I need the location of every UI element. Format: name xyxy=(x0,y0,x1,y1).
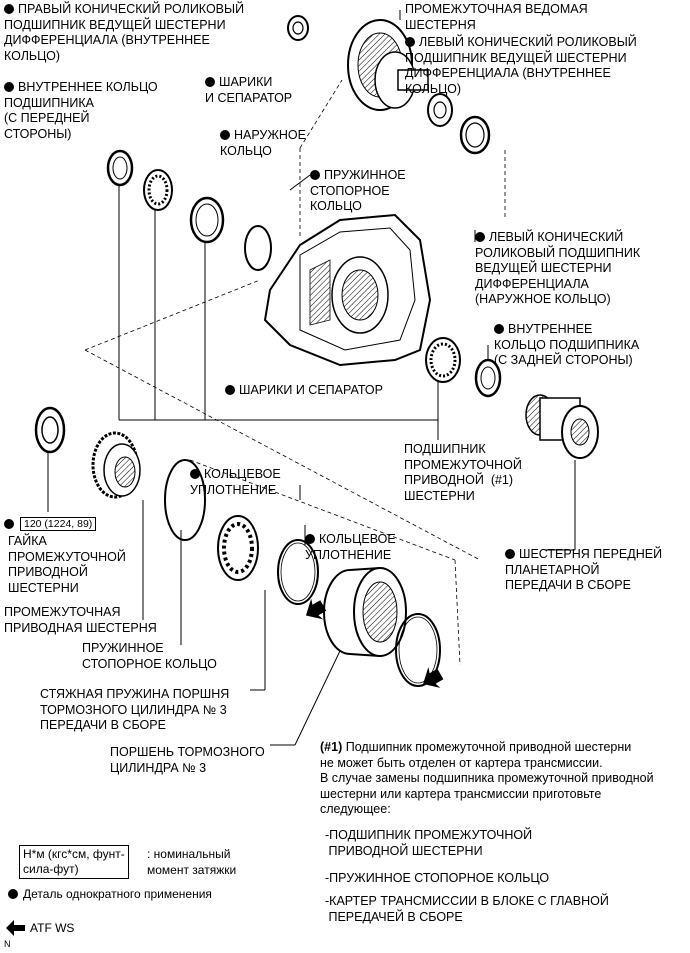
balls-cage-top-part xyxy=(143,169,173,211)
label-front-planetary: ШЕСТЕРНЯ ПЕРЕДНЕЙ ПЛАНЕТАРНОЙ ПЕРЕДАЧИ В… xyxy=(505,547,663,592)
single-use-dot-icon xyxy=(4,519,14,529)
front-planetary-part xyxy=(525,394,599,459)
inner-ring-front-part xyxy=(106,149,134,187)
piston-part xyxy=(323,567,407,657)
single-use-dot-icon xyxy=(505,549,515,559)
outer-ring-part xyxy=(189,196,225,244)
single-use-dot-icon xyxy=(190,469,200,479)
atf-arrow-icon xyxy=(305,598,327,620)
note-item: -ПОДШИПНИК ПРОМЕЖУТОЧНОЙ ПРИВОДНОЙ ШЕСТЕ… xyxy=(325,828,533,858)
single-use-dot-icon xyxy=(310,170,320,180)
label-snap-ring-top: ПРУЖИННОЕ СТОПОРНОЕ КОЛЬЦО xyxy=(310,168,406,213)
single-use-dot-icon xyxy=(8,889,18,899)
label-balls-cage-top: ШАРИКИ И СЕПАРАТОР xyxy=(205,75,293,105)
label-snap-ring-low: ПРУЖИННОЕ СТОПОРНОЕ КОЛЬЦО xyxy=(82,641,217,671)
leader-lines xyxy=(47,10,576,746)
transmission-case-part xyxy=(263,213,432,367)
label-balls-cage-mid: ШАРИКИ И СЕПАРАТОР xyxy=(225,383,383,399)
piston-spring-part xyxy=(217,515,259,581)
dashed-guides xyxy=(84,79,506,666)
single-use-dot-icon xyxy=(475,232,485,242)
left-bearing-inner-part xyxy=(427,93,453,127)
label-intermediate-drive-gear: ПРОМЕЖУТОЧНАЯ ПРИВОДНАЯ ШЕСТЕРНЯ xyxy=(4,605,157,635)
single-use-dot-icon xyxy=(225,385,235,395)
nut-part xyxy=(34,406,66,454)
intermediate-drive-gear-part xyxy=(91,431,141,499)
replacement-note: (#1) Подшипник промежуточной приводной ш… xyxy=(320,740,654,818)
o-ring-2-part xyxy=(395,613,441,687)
label-o-ring-2: КОЛЬЦЕВОЕ УПЛОТНЕНИЕ xyxy=(305,532,396,562)
legend-torque-box: Н*м (кгс*см, фунт- сила-фут) xyxy=(19,845,129,879)
single-use-dot-icon xyxy=(305,534,315,544)
label-left-bearing-inner: ЛЕВЫЙ КОНИЧЕСКИЙ РОЛИКОВЫЙ ПОДШИПНИК ВЕД… xyxy=(405,35,637,96)
label-right-bearing-inner: ПРАВЫЙ КОНИЧЕСКИЙ РОЛИКОВЫЙ ПОДШИПНИК ВЕ… xyxy=(4,2,245,63)
snap-ring-top-part xyxy=(244,225,272,271)
note-item: -КАРТЕР ТРАНСМИССИИ В БЛОКЕ С ГЛАВНОЙ ПЕ… xyxy=(325,894,609,924)
torque-value-box: 120 (1224, 89) xyxy=(20,517,97,531)
legend-atf-arrow-icon xyxy=(6,920,25,936)
label-inner-ring-front: ВНУТРЕННЕЕ КОЛЬЦО ПОДШИПНИКА (С ПЕРЕДНЕЙ… xyxy=(4,80,158,141)
balls-cage-mid-part xyxy=(425,337,461,383)
legend-torque-desc: : номинальный момент затяжки xyxy=(147,847,237,877)
note-text: Подшипник промежуточной приводной шестер… xyxy=(320,740,654,816)
label-left-bearing-outer: ЛЕВЫЙ КОНИЧЕСКИЙ РОЛИКОВЫЙ ПОДШИПНИК ВЕД… xyxy=(475,230,641,306)
note-item: -ПРУЖИННОЕ СТОПОРНОЕ КОЛЬЦО xyxy=(325,871,550,885)
single-use-dot-icon xyxy=(405,37,415,47)
right-bearing-inner-part xyxy=(287,15,309,41)
differential-gear-part xyxy=(347,19,429,111)
label-intermediate-driven-gear: ПРОМЕЖУТОЧНАЯ ВЕДОМАЯ ШЕСТЕРНЯ xyxy=(405,2,588,32)
label-outer-ring: НАРУЖНОЕ КОЛЬЦО xyxy=(220,128,306,158)
label-inner-ring-rear: ВНУТРЕННЕЕ КОЛЬЦО ПОДШИПНИКА (С ЗАДНЕЙ С… xyxy=(494,322,640,367)
label-nut: ГАЙКА ПРОМЕЖУТОЧНОЙ ПРИВОДНОЙ ШЕСТЕРНИ xyxy=(8,534,126,595)
single-use-dot-icon xyxy=(205,77,215,87)
note-ref: (#1) xyxy=(320,740,343,754)
o-ring-1-part xyxy=(277,539,319,605)
atf-arrow-icon xyxy=(423,667,444,688)
label-piston-spring: СТЯЖНАЯ ПРУЖИНА ПОРШНЯ ТОРМОЗНОГО ЦИЛИНД… xyxy=(40,687,230,732)
snap-ring-low-part xyxy=(164,459,206,541)
single-use-dot-icon xyxy=(4,82,14,92)
legend-atf: ATF WS xyxy=(30,921,75,935)
single-use-dot-icon xyxy=(4,4,14,14)
left-bearing-outer-part xyxy=(459,115,491,155)
single-use-dot-icon xyxy=(220,130,230,140)
corner-mark: N xyxy=(4,939,11,949)
single-use-dot-icon xyxy=(494,324,504,334)
label-o-ring-1: КОЛЬЦЕВОЕ УПЛОТНЕНИЕ xyxy=(190,467,281,497)
inner-ring-rear-part xyxy=(474,358,502,398)
label-piston: ПОРШЕНЬ ТОРМОЗНОГО ЦИЛИНДРА № 3 xyxy=(110,745,265,775)
label-intermediate-bearing: ПОДШИПНИК ПРОМЕЖУТОЧНОЙ ПРИВОДНОЙ (#1) Ш… xyxy=(404,442,522,503)
legend-single-use: Деталь однократного применения xyxy=(23,887,212,901)
